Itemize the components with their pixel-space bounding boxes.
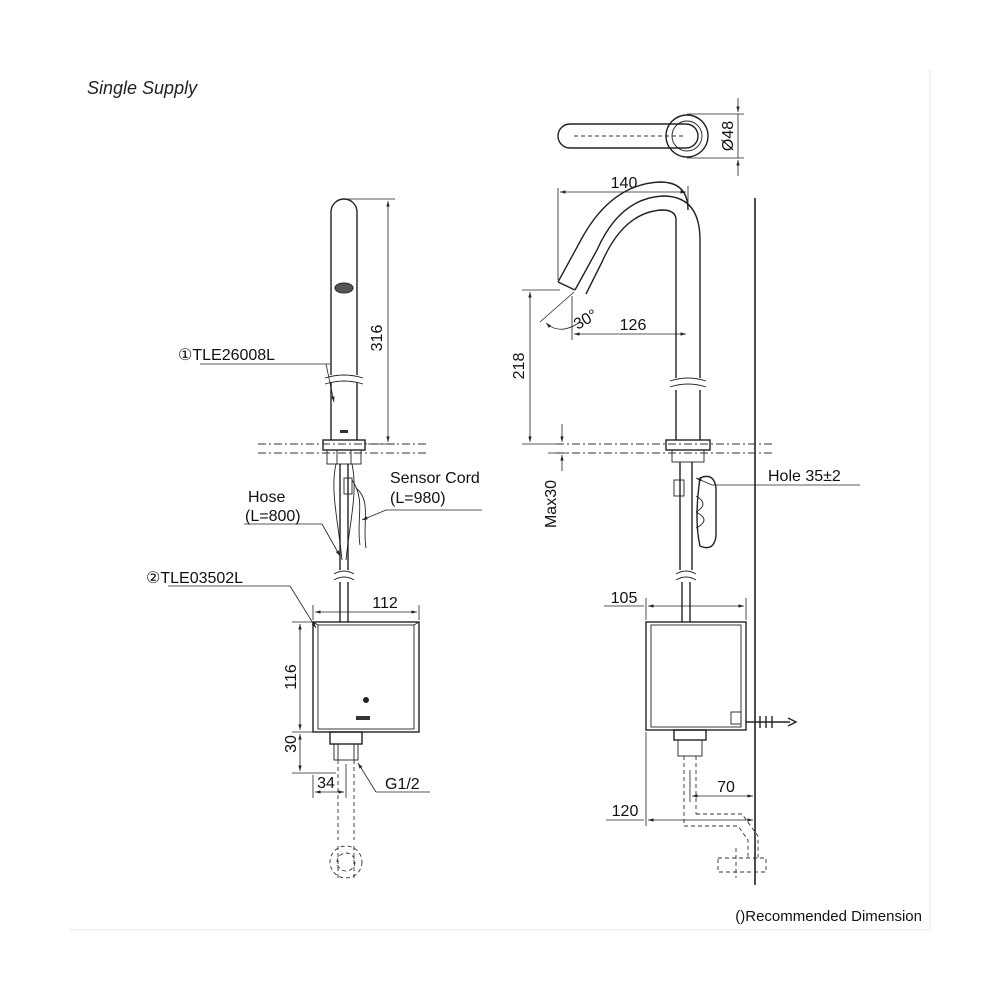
faucet-part-label: ①TLE26008L [178, 347, 275, 364]
hole-text: Hole 35±2 [768, 468, 841, 485]
controller-leader: ②TLE03502L [146, 570, 317, 629]
dim-70-text: 70 [717, 779, 735, 796]
front-view: 316 ①TLE26008L Sensor Cord (L=980) Hose … [146, 198, 482, 879]
dim-120: 120 [606, 732, 753, 826]
hose-length: (L=800) [245, 508, 301, 525]
dim-116-30: 116 30 [283, 621, 336, 774]
hole-leader: Hole 35±2 [695, 468, 860, 486]
controller-box-side [645, 621, 798, 878]
dim-126-text: 126 [620, 317, 647, 334]
indicator-led [363, 697, 369, 703]
dim-218-text: 218 [511, 353, 528, 380]
dim-30-text: 30 [283, 735, 300, 753]
dim-70: 70 [689, 770, 753, 802]
dim-34: 34 [312, 764, 347, 798]
thread-label: G1/2 [385, 776, 420, 793]
dim-316: 316 [344, 198, 395, 445]
dim-116-text: 116 [283, 664, 300, 690]
sensor-cord-leader: Sensor Cord (L=980) [361, 470, 482, 521]
sensor-cord-length: (L=980) [390, 490, 446, 507]
dim-140: 140 [557, 175, 689, 280]
angle-30-text: 30° [571, 307, 600, 334]
hose-leader: Hose (L=800) [244, 489, 341, 557]
sensor-cord-label: Sensor Cord [390, 470, 480, 487]
hose-label: Hose [248, 489, 285, 506]
top-view: Ø48 [557, 98, 744, 176]
controller-part-label: ②TLE03502L [146, 570, 243, 587]
faucet-body [322, 198, 366, 465]
dim-218: 218 [511, 289, 560, 445]
dim-diameter-48: Ø48 [720, 121, 737, 151]
indicator-mark [340, 430, 348, 433]
dim-112-text: 112 [372, 595, 398, 612]
max30-text: Max30 [543, 480, 560, 528]
supply-title: Single Supply [87, 78, 198, 98]
mounting-fitting-side [673, 462, 717, 622]
drawing-frame [70, 70, 931, 931]
thread-leader: G1/2 [357, 762, 430, 793]
sensor-window [334, 282, 354, 294]
hoses-and-cord [333, 463, 367, 622]
dim-316-text: 316 [369, 325, 386, 352]
dim-105-text: 105 [611, 590, 638, 607]
dim-140-text: 140 [611, 175, 638, 192]
dim-34-text: 34 [317, 775, 335, 792]
side-view: 140 126 30° 218 Max30 [511, 175, 860, 885]
dim-112: 112 [312, 595, 420, 620]
controller-box-front [312, 621, 420, 879]
dim-max30: Max30 [543, 424, 568, 528]
dim-120-text: 120 [612, 803, 639, 820]
footnote: ()Recommended Dimension [735, 908, 922, 925]
faucet-leader: ①TLE26008L [178, 347, 335, 403]
dim-105: 105 [604, 590, 747, 620]
dim-126: 126 30° [539, 291, 686, 340]
